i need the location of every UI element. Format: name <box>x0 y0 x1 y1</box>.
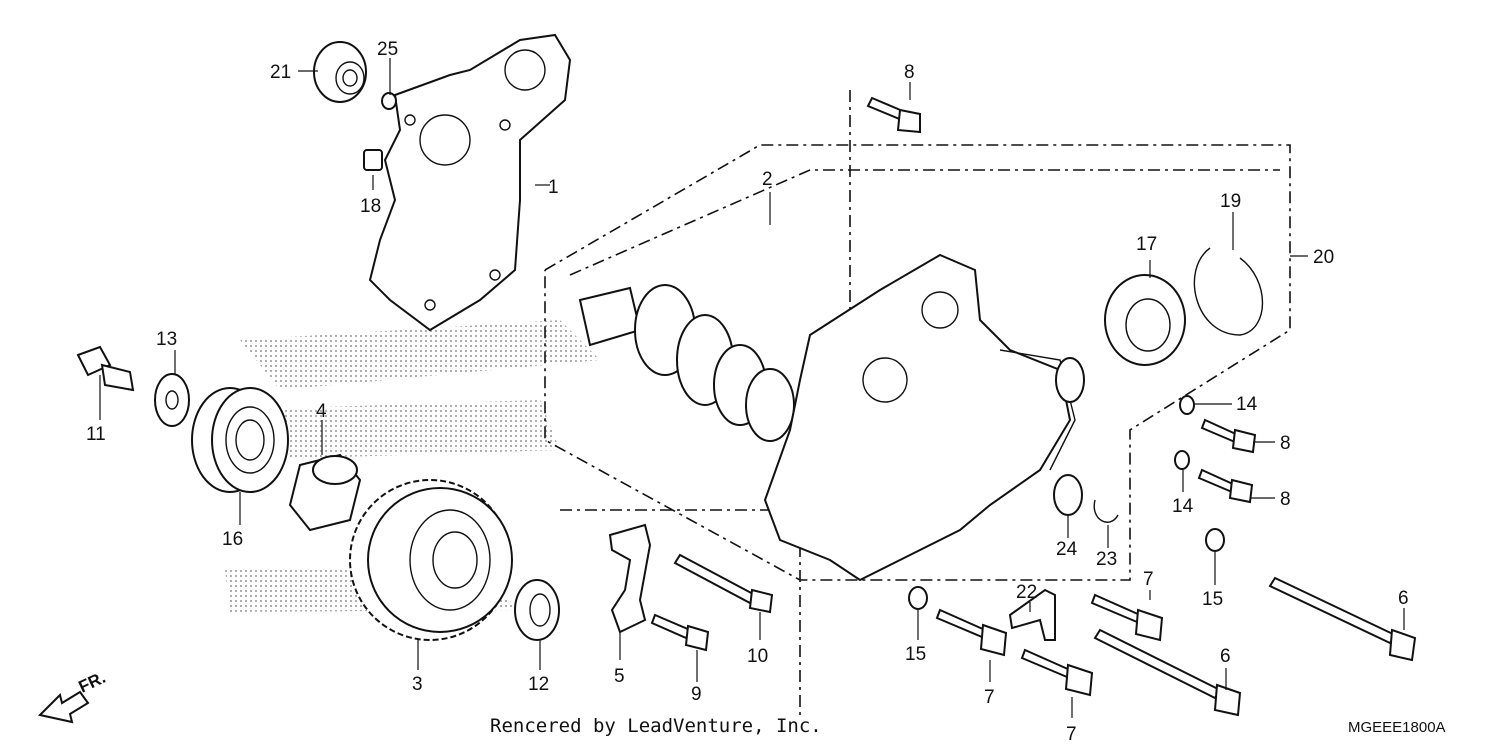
callout-6-upper: 6 <box>1398 588 1409 609</box>
callout-23: 23 <box>1096 549 1117 570</box>
bracket-part <box>608 523 652 634</box>
callout-15-right: 15 <box>1202 589 1223 610</box>
gasket-part <box>368 33 572 332</box>
callout-1: 1 <box>548 177 559 198</box>
callout-22: 22 <box>1016 582 1037 603</box>
leader-lines <box>99 58 1405 718</box>
callout-8-middle: 8 <box>1280 433 1291 454</box>
callout-17: 17 <box>1136 234 1157 255</box>
washer-part-15a <box>1205 528 1225 552</box>
callout-7-lower: 7 <box>1066 724 1077 745</box>
callout-10: 10 <box>747 646 768 667</box>
bolt-part-7-right <box>1090 593 1164 642</box>
long-bolt-part-6-lower <box>1093 628 1242 717</box>
bolt-part-9 <box>650 613 710 652</box>
bolt-part-7-lower <box>1020 648 1094 697</box>
callout-7-right: 7 <box>1143 569 1154 590</box>
callout-25: 25 <box>377 39 398 60</box>
callout-9: 9 <box>691 684 702 705</box>
callout-8-top: 8 <box>904 62 915 83</box>
bolt-part-8-middle <box>1200 418 1257 454</box>
callout-14-lower: 14 <box>1172 496 1194 517</box>
bolt-part-8-upper <box>866 96 921 134</box>
callout-20: 20 <box>1313 247 1334 268</box>
seal-part-24 <box>1053 474 1083 516</box>
callout-labels: 21 25 18 1 2 8 13 11 4 16 3 12 5 9 10 17… <box>86 39 1409 745</box>
final-drive-housing <box>763 253 1085 582</box>
dowel-pin-part <box>363 149 383 171</box>
washer-part-15b <box>908 586 928 610</box>
ball-bearing-part <box>191 387 289 493</box>
callout-2: 2 <box>762 169 773 190</box>
bracket-part-22 <box>1008 588 1056 641</box>
render-credit: Rencered by LeadVenture, Inc. <box>490 715 822 737</box>
washer-part-25 <box>381 92 397 110</box>
thrust-washer-part <box>154 373 190 427</box>
flange-bolt-part-11 <box>76 345 135 392</box>
long-bolt-part-6-upper <box>1268 576 1417 662</box>
callout-4: 4 <box>316 401 327 422</box>
bolt-part-7-middle <box>935 608 1008 657</box>
callout-18: 18 <box>360 196 381 217</box>
callout-21: 21 <box>270 62 291 83</box>
front-direction-arrow: FR. <box>37 668 109 724</box>
callout-24: 24 <box>1056 539 1078 560</box>
washer-part-14a <box>1179 395 1195 415</box>
circlip-part <box>1193 247 1264 336</box>
collar-part <box>288 453 362 532</box>
callout-11: 11 <box>86 424 106 445</box>
diagram-code: MGEEE1800A <box>1348 719 1446 736</box>
callout-6-lower: 6 <box>1220 646 1231 667</box>
long-bolt-part-10 <box>673 553 774 614</box>
oil-seal-part <box>313 41 367 103</box>
callout-12: 12 <box>528 674 549 695</box>
washer-part-14b <box>1174 450 1190 470</box>
shaft-and-spring-part <box>578 284 795 442</box>
callout-19: 19 <box>1220 191 1241 212</box>
washer-part-12 <box>514 579 560 641</box>
callout-7-middle: 7 <box>984 687 995 708</box>
callout-16: 16 <box>222 529 243 550</box>
callout-15-left: 15 <box>905 644 926 665</box>
callout-14-upper: 14 <box>1236 394 1258 415</box>
bolt-part-8-lower <box>1197 468 1254 504</box>
snap-ring-part-23 <box>1093 499 1119 523</box>
driven-gear-part <box>349 479 513 641</box>
bearing-part-17 <box>1104 274 1186 366</box>
callout-3: 3 <box>412 674 423 695</box>
callout-13: 13 <box>156 329 177 350</box>
callout-8-lower: 8 <box>1280 489 1291 510</box>
callout-5: 5 <box>614 666 625 687</box>
